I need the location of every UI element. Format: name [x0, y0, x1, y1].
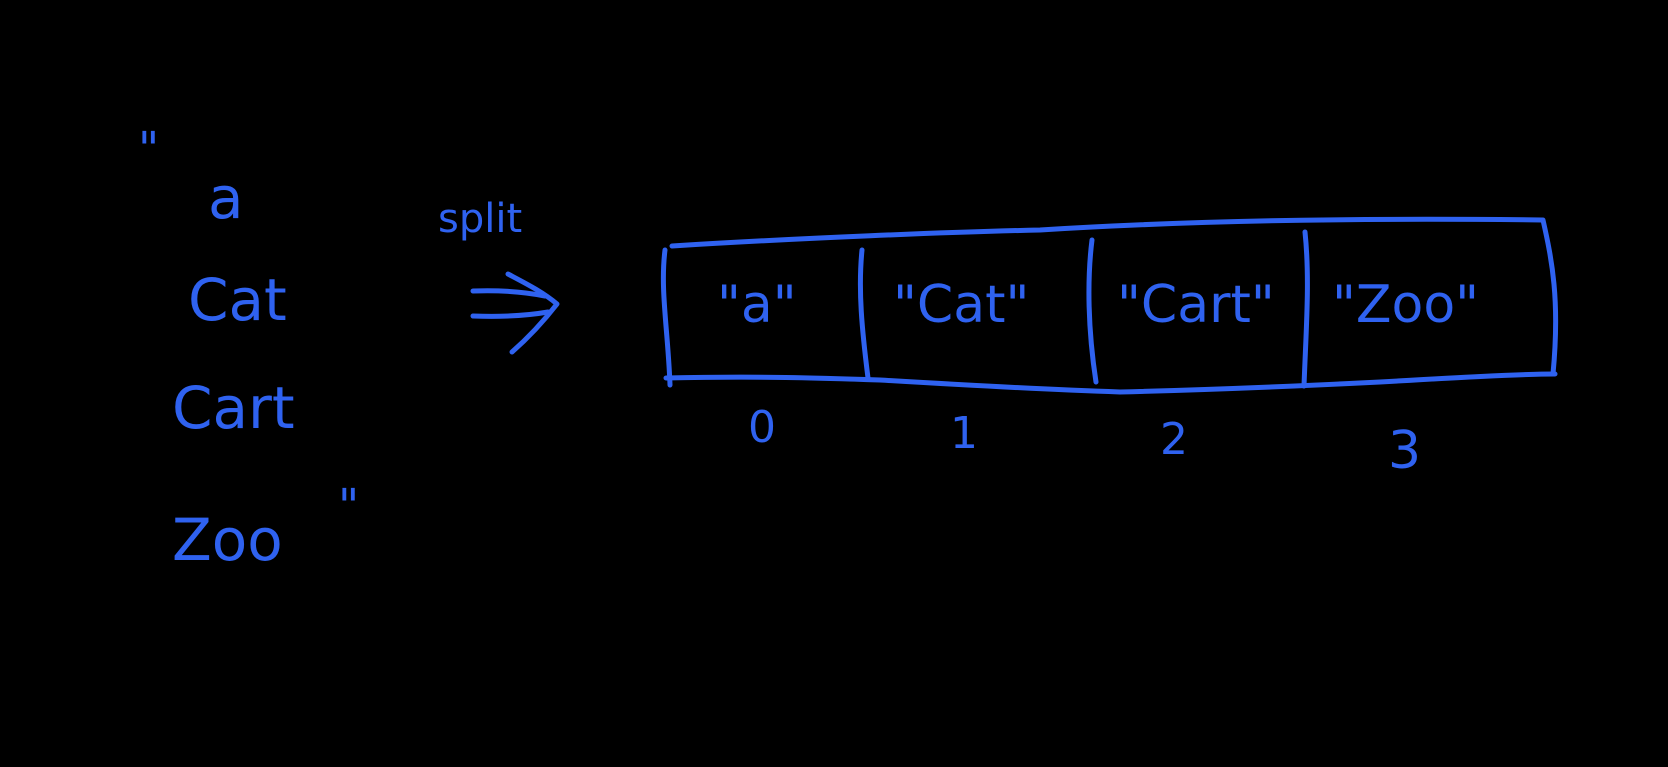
input-line-2: Cat	[188, 266, 287, 334]
array-divider-3	[1301, 229, 1310, 389]
array-cell-0: "a"	[717, 275, 797, 335]
array-divider-2	[1086, 237, 1099, 385]
array-index-2: 2	[1160, 414, 1188, 465]
input-string: " a Cat Cart Zoo "	[138, 122, 359, 574]
input-line-4: Zoo	[172, 506, 283, 574]
input-line-1: a	[208, 164, 244, 232]
array-index-0: 0	[748, 402, 776, 453]
array-index-1: 1	[950, 408, 978, 459]
input-close-quote: "	[338, 479, 359, 533]
array-box	[660, 216, 1559, 395]
array-cell-2: "Cart"	[1117, 275, 1275, 335]
split-label: split	[438, 196, 522, 242]
array-index-3: 3	[1388, 421, 1421, 481]
double-arrow-right-icon	[470, 271, 560, 355]
array-bottom-edge	[663, 371, 1558, 395]
array-cells: "a" "Cat" "Cart" "Zoo"	[717, 275, 1479, 335]
array-right-edge	[1540, 217, 1559, 377]
array-indices: 0 1 2 3	[748, 402, 1421, 481]
array-top-edge	[669, 216, 1545, 249]
split-operation: split	[438, 196, 560, 355]
array-cell-3: "Zoo"	[1332, 275, 1479, 335]
input-open-quote: "	[138, 122, 159, 176]
array-divider-1	[857, 247, 871, 381]
input-line-3: Cart	[172, 374, 295, 442]
array-cell-1: "Cat"	[893, 275, 1029, 335]
array-left-edge	[660, 247, 673, 388]
